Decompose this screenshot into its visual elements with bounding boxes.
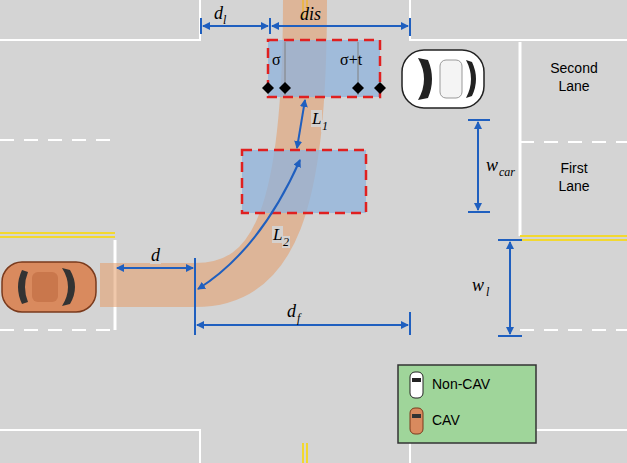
lane-label: Second Lane (543, 60, 605, 95)
dimension-line (117, 18, 522, 336)
lane-dash (0, 140, 627, 330)
legend-text: Non-CAV (432, 377, 490, 391)
width-subscript: car (499, 166, 515, 178)
zone-divider (285, 42, 358, 95)
cav-car (2, 262, 96, 312)
conflict-zone (268, 40, 380, 97)
legend-non-cav-icon (410, 372, 423, 398)
boundary-marker (262, 82, 386, 94)
zone-label: σ+t (340, 52, 362, 68)
distance-subscript: 1 (321, 120, 329, 132)
dimension-label: d (150, 246, 161, 264)
legend-cav-icon (410, 408, 423, 434)
non-cav-car (402, 50, 484, 108)
width-subscript: l (486, 286, 489, 298)
width-label: w (486, 156, 498, 174)
dimension-label: dis (300, 5, 321, 23)
zone-label: σ (272, 52, 281, 68)
width-label: w (472, 276, 484, 294)
dimension-label: d (214, 4, 223, 22)
dimension-subscript: l (223, 14, 226, 26)
legend-text: CAV (432, 413, 460, 427)
conflict-zone (242, 150, 366, 213)
dimension-subscript: f (296, 312, 301, 324)
legend-box (398, 365, 536, 443)
distance-subscript: 2 (282, 236, 290, 248)
lane-label: First Lane (543, 160, 605, 195)
